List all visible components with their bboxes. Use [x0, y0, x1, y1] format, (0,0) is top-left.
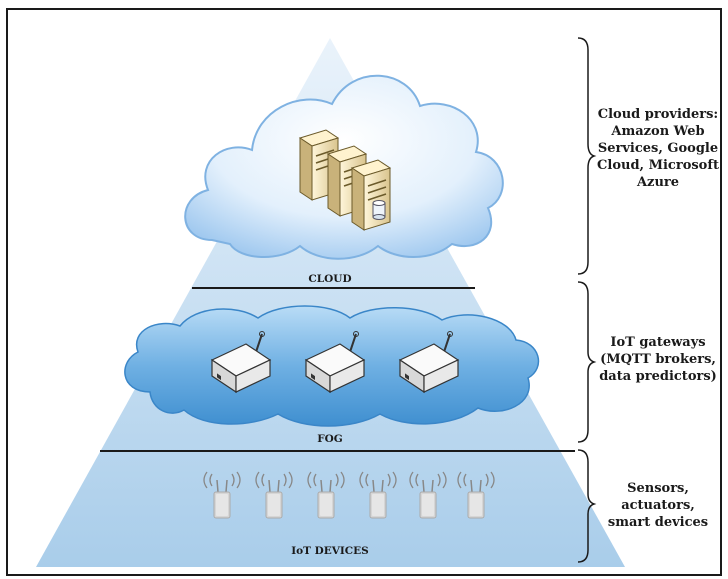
fog-description-line: data predictors)	[599, 369, 717, 384]
fog-description-line: IoT gateways	[610, 335, 706, 350]
devices-description: Sensors, actuators, smart devices	[596, 480, 720, 531]
sensor-icon	[203, 471, 241, 519]
server-icon	[350, 159, 392, 231]
fog-brace	[577, 281, 597, 443]
fog-description: IoT gateways (MQTT brokers, data predict…	[596, 334, 720, 385]
gateway-icon	[304, 331, 366, 394]
pyramid-background	[36, 38, 625, 567]
cloud-layer-label: CLOUD	[308, 273, 351, 285]
cloud-brace	[577, 37, 597, 275]
sensor-icon	[307, 471, 345, 519]
devices-description-line: Sensors,	[627, 481, 689, 496]
cloud-description: Cloud providers: Amazon Web Services, Go…	[596, 106, 720, 191]
devices-description-line: smart devices	[607, 515, 709, 530]
server-group	[298, 129, 392, 231]
sensor-icon	[359, 471, 397, 519]
cloud-description-line: Cloud, Microsoft	[597, 158, 719, 173]
sensor-icon	[457, 471, 495, 519]
gateway-icon	[210, 331, 272, 394]
fog-description-line: (MQTT brokers,	[600, 352, 716, 367]
gateway-icon	[398, 331, 460, 394]
database-icon	[372, 200, 386, 220]
devices-layer-label: IoT DEVICES	[291, 545, 369, 557]
cloud-description-line: Azure	[636, 175, 680, 190]
cloud-description-line: Services, Google	[597, 141, 719, 156]
fog-layer-label: FOG	[317, 433, 343, 445]
devices-description-line: actuators,	[621, 498, 695, 513]
sensor-icon	[255, 471, 293, 519]
cloud-description-line: Amazon Web	[611, 124, 705, 139]
sensor-icon	[409, 471, 447, 519]
sensor-group	[203, 471, 495, 519]
cloud-description-line: Cloud providers:	[597, 107, 719, 122]
devices-brace	[577, 449, 597, 563]
gateway-group	[210, 331, 460, 394]
